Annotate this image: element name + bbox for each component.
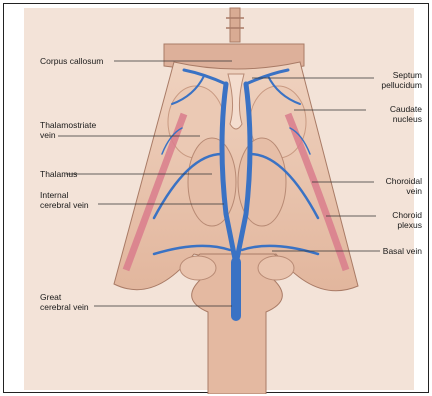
label-corpus-callosum: Corpus callosum	[40, 56, 103, 66]
colliculus-left	[180, 256, 216, 280]
figure-frame: Corpus callosum Septum pellucidum Caudat…	[3, 3, 429, 393]
colliculus-right	[258, 256, 294, 280]
fornix-column	[230, 8, 240, 42]
label-caudate-nucleus: Caudate nucleus	[344, 104, 422, 124]
label-thalamostriate-vein: Thalamostriate vein	[40, 120, 96, 140]
label-septum-pellucidum: Septum pellucidum	[344, 70, 422, 90]
label-great-cerebral-vein: Great cerebral vein	[40, 292, 89, 312]
label-choroidal-vein: Choroidal vein	[344, 176, 422, 196]
label-basal-vein: Basal vein	[344, 246, 422, 256]
label-choroid-plexus: Choroid plexus	[344, 210, 422, 230]
label-thalamus: Thalamus	[40, 169, 77, 179]
label-internal-cerebral-vein: Internal cerebral vein	[40, 190, 89, 210]
thalamus-left	[188, 138, 236, 226]
